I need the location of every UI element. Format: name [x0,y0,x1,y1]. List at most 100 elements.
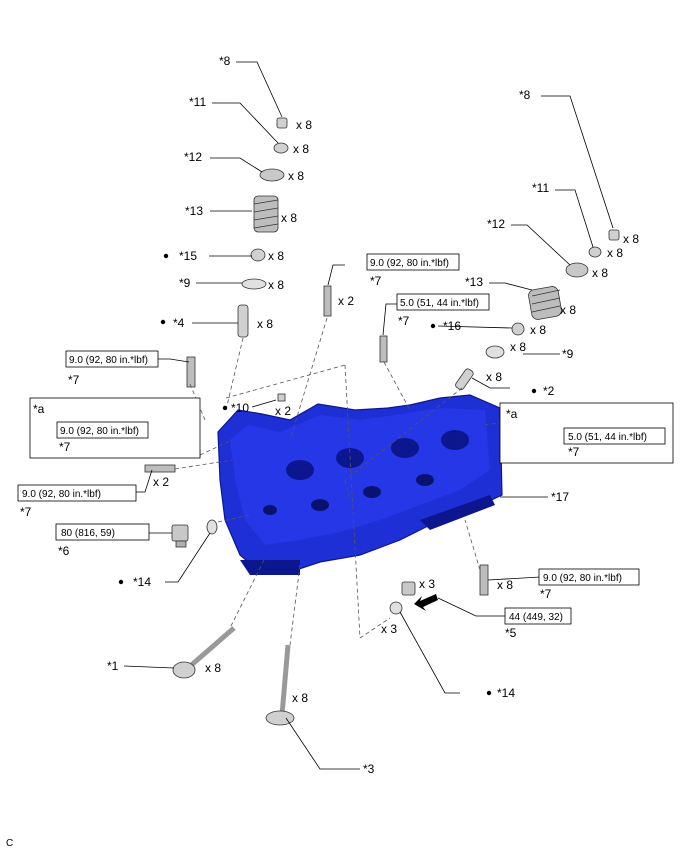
part-label: *1 [107,659,119,673]
torque-box [504,607,572,625]
qty-label: x 8 [530,323,546,337]
part-label: *7 [20,505,32,519]
torque-value: 9.0 (92, 80 in.*lbf) [69,355,148,366]
part-label: *13 [185,204,203,218]
note-label: *a [506,407,518,421]
qty-label: x 8 [510,340,526,354]
part-label: *4 [173,316,185,330]
part-label: *17 [551,490,569,504]
torque-value: 9.0 (92, 80 in.*lbf) [22,489,101,500]
torque-box [65,350,159,368]
torque-box [366,253,460,271]
valve-stem-oil-seal [250,248,266,262]
part-label: *7 [370,274,382,288]
valve-guide-bush [455,368,474,391]
valve-stem-seal [273,142,289,154]
torque-box [563,427,666,445]
torque-value: 9.0 (92, 80 in.*lbf) [543,573,622,584]
part-label: *10 [231,401,249,415]
spring-seat [241,278,267,290]
qty-label: x 8 [281,211,297,225]
qty-label: x 8 [486,370,502,384]
valve-spring [528,286,562,320]
part-label: *12 [184,150,202,164]
qty-label: x 3 [419,577,435,591]
torque-value: 5.0 (51, 44 in.*lbf) [400,298,479,309]
valve-stem-oil-seal [511,322,525,336]
valve-keeper [276,117,288,129]
qty-label: x 8 [592,266,608,280]
torque-value: 44 (449, 32) [509,612,563,623]
qty-label: x 8 [288,169,304,183]
torque-value: 9.0 (92, 80 in.*lbf) [60,426,139,437]
stud-bolt [144,464,176,473]
small-plug [277,393,286,402]
corner-label: C [6,838,13,849]
part-label: *13 [465,275,483,289]
part-label: *5 [505,626,517,640]
intake-valve [172,626,236,679]
qty-label: x 8 [268,249,284,263]
part-label: *7 [540,587,552,601]
part-label: *12 [487,217,505,231]
qty-label: x 8 [607,246,623,260]
part-label: *7 [398,314,410,328]
new-part-bullets [118,253,537,696]
exhaust-valve [265,644,295,726]
qty-label: x 2 [153,475,169,489]
part-label: *6 [58,544,70,558]
part-label: *8 [519,88,531,102]
part-label: *7 [568,445,580,459]
torque-value: 9.0 (92, 80 in.*lbf) [370,258,449,269]
part-label: *15 [179,249,197,263]
qty-label: x 8 [292,691,308,705]
qty-label: x 8 [296,118,312,132]
qty-label: x 8 [205,661,221,675]
spring-seat [485,345,505,359]
torque-value: 80 (816, 59) [61,528,115,539]
part-label: *3 [363,762,375,776]
torque-box [55,523,150,541]
part-label: *7 [59,440,71,454]
spring-retainer [259,168,285,182]
qty-label: x 8 [257,317,273,331]
torque-box [17,484,137,502]
part-label: *14 [133,575,151,589]
stud-bolt [479,564,489,596]
qty-label: x 8 [623,232,639,246]
gasket [389,601,403,615]
torque-box [56,421,149,439]
part-label: *11 [189,95,206,109]
part-label: *16 [443,319,461,333]
torque-value: 5.0 (51, 44 in.*lbf) [568,432,647,443]
torque-box [538,568,640,586]
valve-guide-bush [237,304,249,338]
torque-box [396,293,490,311]
part-label: *14 [497,686,515,700]
part-label: *9 [562,347,574,361]
screw-plug [171,524,189,548]
screw-plug [401,581,416,596]
part-label: *9 [179,276,191,290]
cylinder-head [217,394,503,575]
stud-bolt [323,285,332,317]
qty-label: x 3 [381,622,397,636]
direction-arrow-icon [414,594,438,611]
qty-label: x 8 [293,142,309,156]
valve-stem-seal [588,246,602,258]
note-label: *a [33,402,45,416]
part-label: *7 [68,373,80,387]
qty-label: x 8 [560,303,576,317]
qty-label: x 8 [268,278,284,292]
gasket [206,519,218,535]
qty-label: x 8 [497,578,513,592]
valve-spring [253,195,279,233]
part-label: *8 [219,54,231,68]
valve-keeper [608,229,620,241]
spring-retainer [565,262,589,278]
qty-label: x 2 [275,404,291,418]
stud-bolt [379,335,388,363]
part-label: *2 [543,384,555,398]
quantity-labels: x 8 x 8 x 8 x 8 x 8 x 8 x 8 x 2 x 2 x 8 … [153,118,639,705]
